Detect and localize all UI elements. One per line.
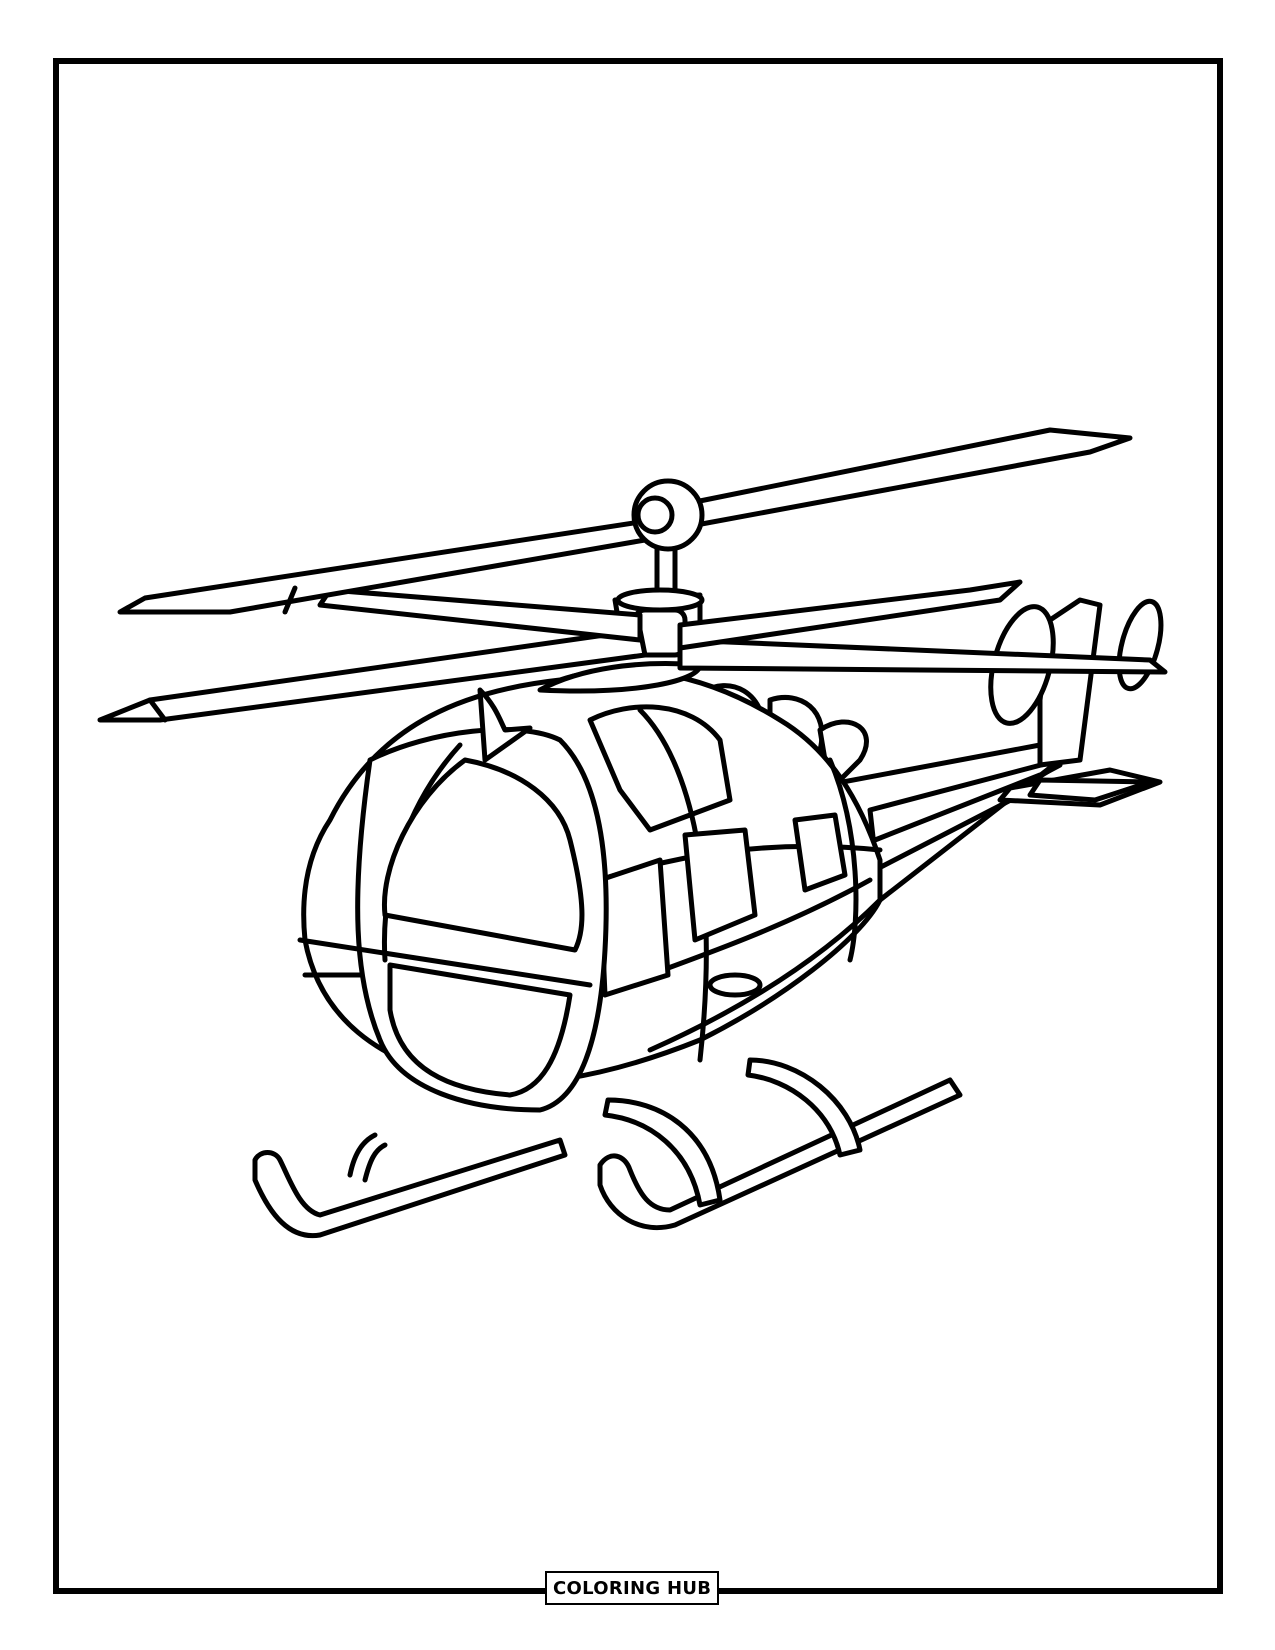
rotor-hub [631, 478, 705, 552]
main-rotor-blades-lower [97, 579, 1168, 723]
brand-label: COLORING HUB [545, 1571, 720, 1605]
door-handle [707, 972, 763, 998]
horizontal-stabilizer [997, 767, 1163, 808]
cabin-window [597, 857, 671, 998]
cockpit-canopy [297, 687, 609, 1113]
landing-skids [252, 1057, 963, 1239]
cabin-window [792, 812, 848, 893]
main-rotor-blades-upper [117, 427, 1133, 615]
rotor-mast [537, 509, 705, 694]
cabin-window [682, 827, 758, 943]
tail-fin [988, 597, 1164, 768]
